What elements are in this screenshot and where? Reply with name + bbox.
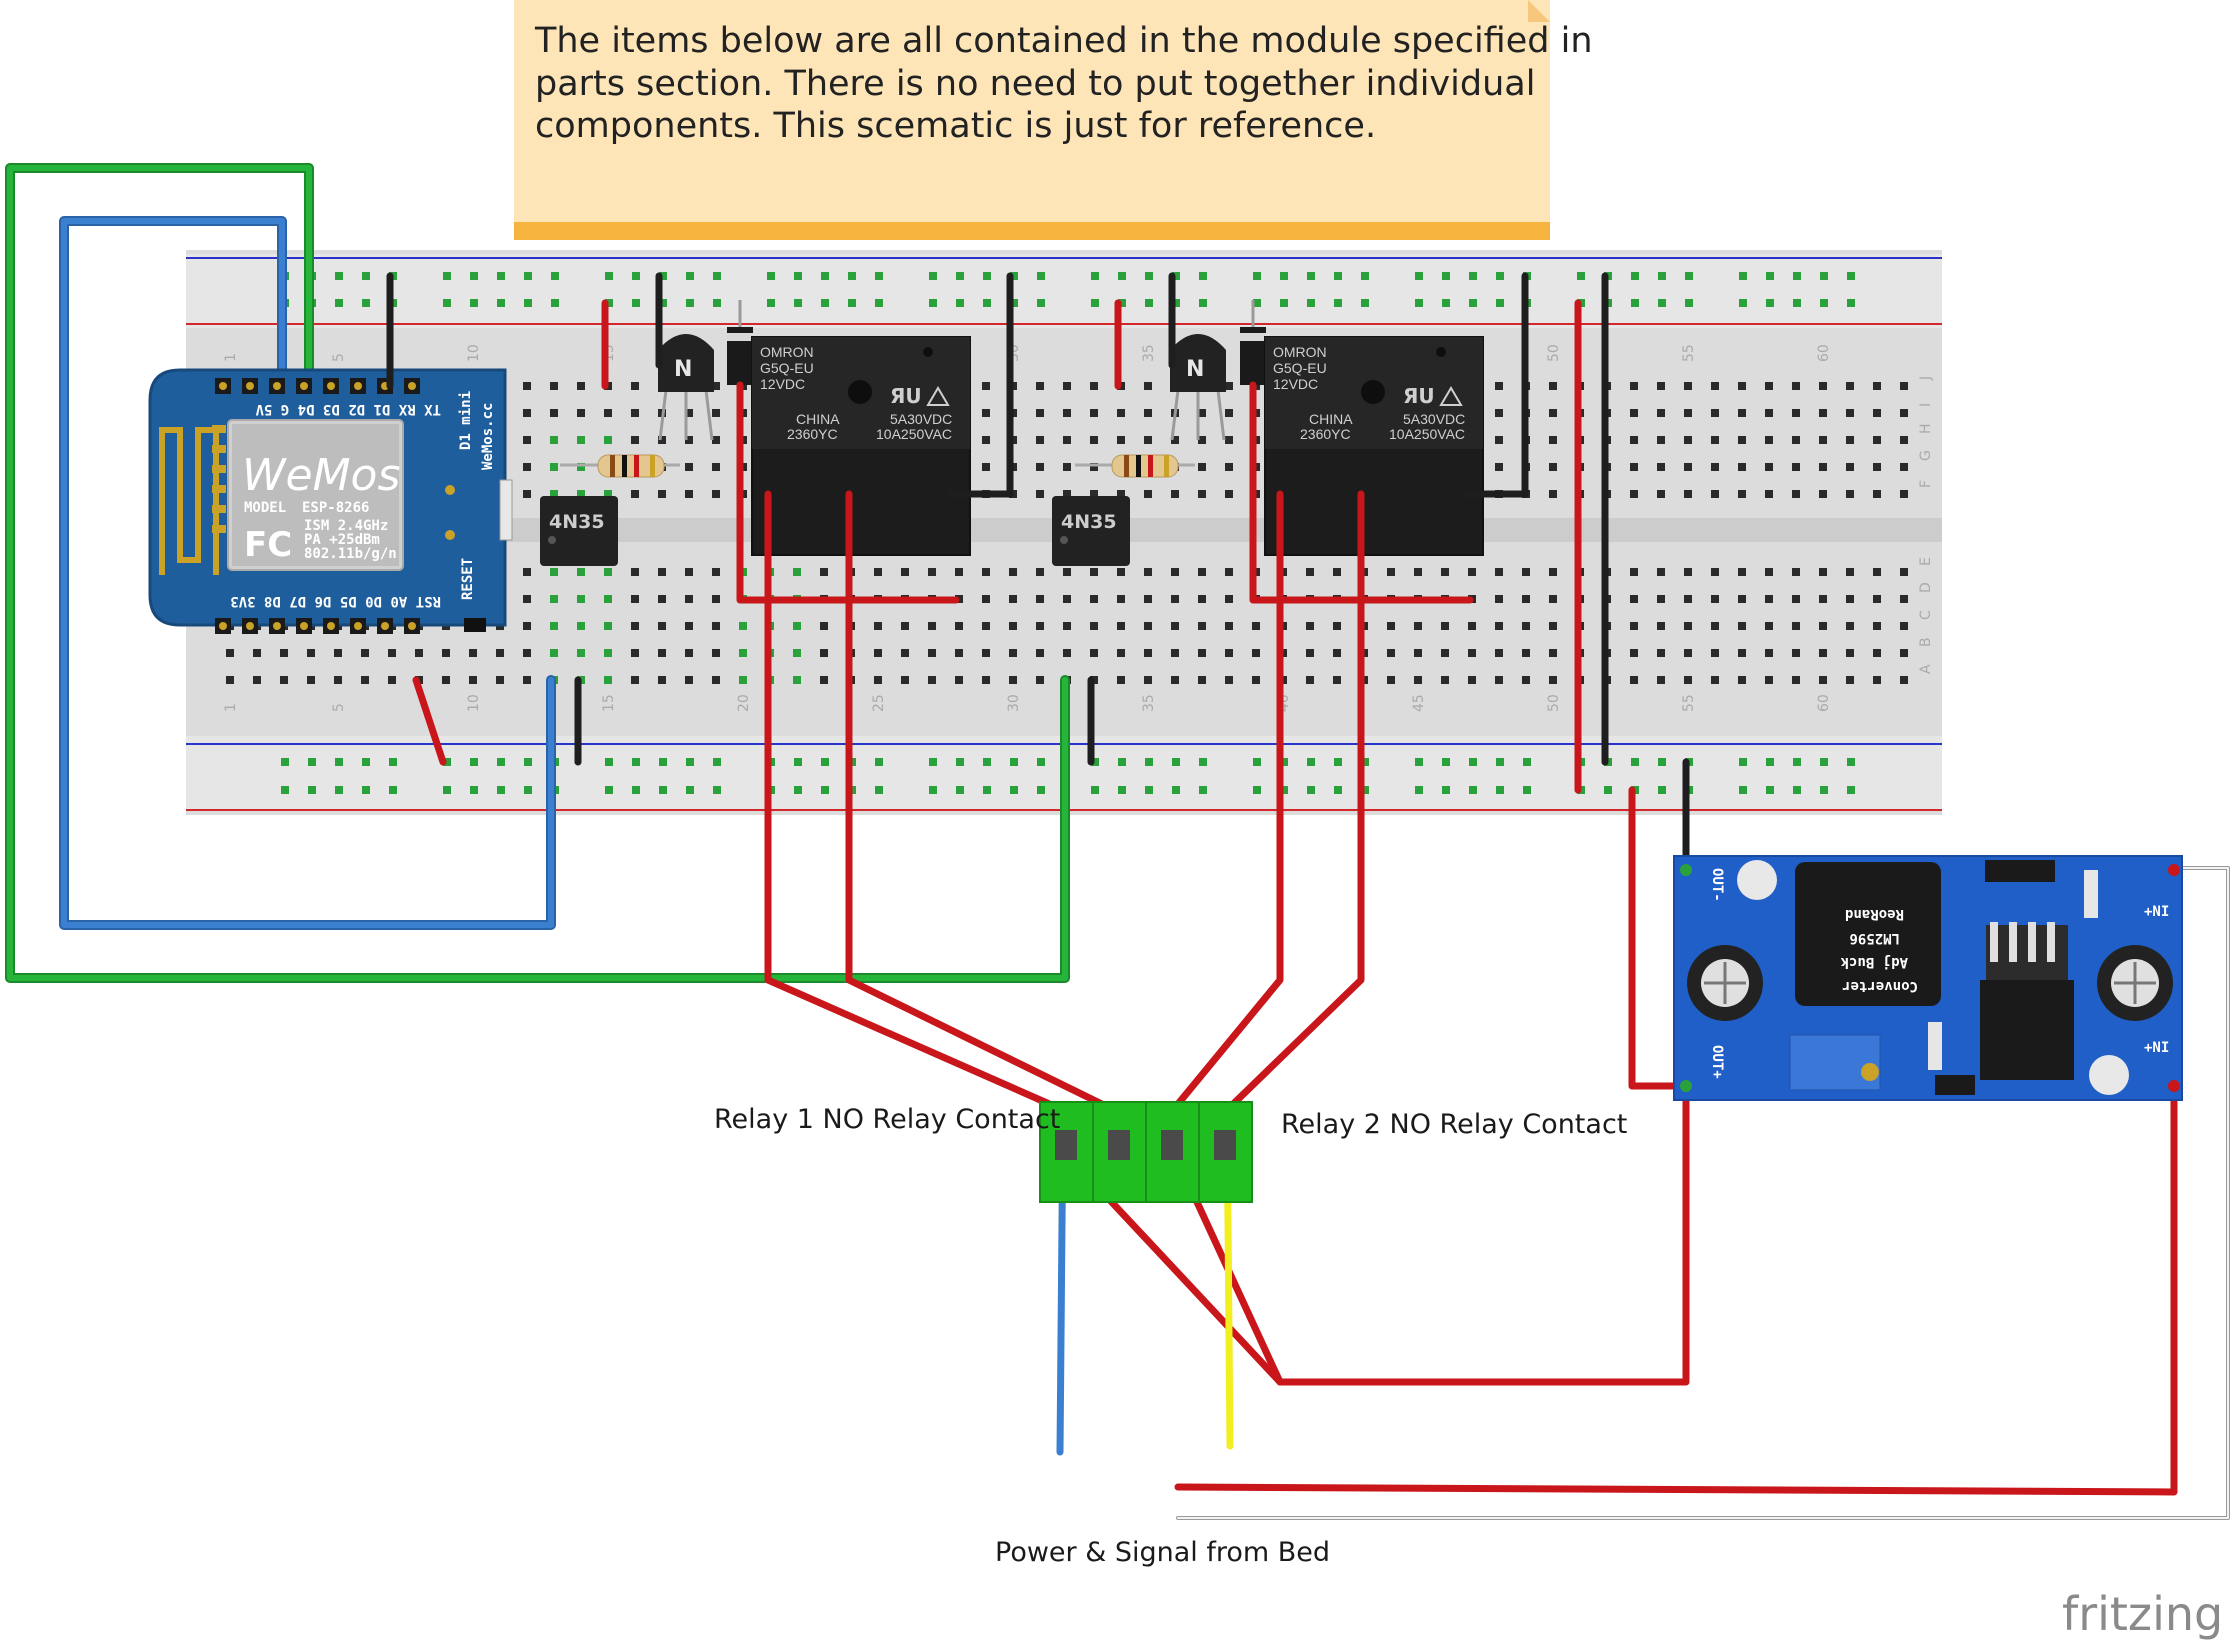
diode-1 <box>727 300 753 390</box>
breadboard-row-letters: J I H G F E D C B A <box>1918 376 1934 674</box>
wemos-pin-headers <box>215 378 420 634</box>
svg-text:35: 35 <box>1141 694 1157 712</box>
note-line-3: components. This scematic is just for re… <box>535 106 1376 146</box>
optocoupler-1: 4N35 <box>540 496 618 566</box>
svg-text:10: 10 <box>466 344 482 362</box>
svg-text:E: E <box>1918 557 1934 566</box>
wemos-board-name: D1 mini <box>458 391 474 450</box>
converter-chip-line-2: Adj Buck <box>1840 954 1908 970</box>
relay-1-contact-label: Relay 1 NO Relay Contact <box>714 1104 1060 1135</box>
svg-text:H: H <box>1918 423 1934 434</box>
wemos-spec-2: PA +25dBm <box>304 532 380 548</box>
converter-chip-line-3: LM2596 <box>1849 930 1900 946</box>
transistor-2: N <box>1170 334 1226 441</box>
optocoupler-2-label: 4N35 <box>1061 511 1117 533</box>
converter-chip-line-1: Converter <box>1842 978 1918 994</box>
transistor-2-mark: N <box>1186 357 1204 382</box>
note-box: The items below are all contained in the… <box>514 0 1593 240</box>
svg-text:J: J <box>1918 376 1934 381</box>
buck-converter: Converter Adj Buck LM2596 ReoRand OUT- O… <box>1673 855 2183 1101</box>
wemos-model: ESP-8266 <box>302 500 369 516</box>
svg-text:20: 20 <box>736 694 752 712</box>
transistor-1-mark: N <box>674 357 692 382</box>
relay-1-rating-2: 10A250VAC <box>876 426 952 442</box>
converter-in-plus-bottom: +NI <box>2144 1040 2169 1056</box>
wemos-spec-1: ISM 2.4GHz <box>304 518 388 534</box>
diode-2 <box>1240 300 1266 390</box>
relay-2: OMRON G5Q-EU 12VDC CHINA 2360YC 5A30VDC … <box>1264 336 1484 556</box>
relay-2-rating-2: 10A250VAC <box>1389 426 1465 442</box>
relay-2-code: 2360YC <box>1300 426 1351 442</box>
note-line-2: parts section. There is no need to put t… <box>535 64 1535 104</box>
svg-text:I: I <box>1918 403 1934 407</box>
wemos-d1-mini: WeMos MODEL ESP-8266 ISM 2.4GHz PA +25dB… <box>148 368 513 634</box>
svg-text:60: 60 <box>1816 694 1832 712</box>
wemos-bottom-pin-labels: RST A0 D0 D5 D6 D7 D8 3V3 <box>230 593 441 609</box>
wires-back <box>5 163 1070 983</box>
wemos-site: WeMos.cc <box>480 403 496 470</box>
converter-chip-line-4: ReoRand <box>1845 906 1904 922</box>
svg-text:50: 50 <box>1546 344 1562 362</box>
fritzing-watermark: fritzing <box>2062 1587 2223 1641</box>
resistor-2 <box>1075 454 1195 478</box>
svg-text:ЯU: ЯU <box>1403 384 1435 408</box>
optocoupler-1-label: 4N35 <box>549 511 605 533</box>
svg-text:30: 30 <box>1006 694 1022 712</box>
wemos-logo: WeMos <box>242 450 400 501</box>
resistor-1 <box>560 454 680 478</box>
converter-out-minus: OUT- <box>1709 868 1725 902</box>
optocoupler-2: 4N35 <box>1052 496 1130 566</box>
converter-in-plus-top: +NI <box>2144 904 2169 920</box>
svg-text:55: 55 <box>1681 344 1697 362</box>
svg-text:45: 45 <box>1411 694 1427 712</box>
svg-text:55: 55 <box>1681 694 1697 712</box>
relay-1-voltage: 12VDC <box>760 376 805 392</box>
svg-text:25: 25 <box>871 694 887 712</box>
relay-2-contact-label: Relay 2 NO Relay Contact <box>1281 1109 1627 1140</box>
svg-text:10: 10 <box>466 694 482 712</box>
wemos-spec-3: 802.11b/g/n <box>304 546 397 562</box>
relay-2-origin: CHINA <box>1309 411 1353 427</box>
relay-1-rating-1: 5A30VDC <box>890 411 952 427</box>
svg-text:35: 35 <box>1141 344 1157 362</box>
svg-text:15: 15 <box>601 694 617 712</box>
wemos-top-pin-labels: TX RX D1 D2 D3 D4 G 5V <box>255 401 441 417</box>
svg-text:D: D <box>1918 582 1934 593</box>
relay-1-code: 2360YC <box>787 426 838 442</box>
svg-text:B: B <box>1918 637 1934 647</box>
wemos-reset-label: RESET <box>460 558 476 600</box>
fc-logo: FC <box>244 525 292 565</box>
svg-text:1: 1 <box>223 353 239 362</box>
svg-text:1: 1 <box>223 703 239 712</box>
svg-text:A: A <box>1918 664 1934 674</box>
power-signal-label: Power & Signal from Bed <box>995 1537 1330 1568</box>
svg-text:ЯU: ЯU <box>890 384 922 408</box>
relay-1-model: G5Q-EU <box>760 360 814 376</box>
relay-2-brand: OMRON <box>1273 344 1327 360</box>
converter-out-plus: OUT+ <box>1709 1045 1725 1079</box>
relay-2-rating-1: 5A30VDC <box>1403 411 1465 427</box>
relay-1-brand: OMRON <box>760 344 814 360</box>
note-line-1: The items below are all contained in the… <box>534 21 1593 61</box>
relay-2-voltage: 12VDC <box>1273 376 1318 392</box>
relay-1: OMRON G5Q-EU 12VDC CHINA 2360YC 5A30VDC … <box>751 336 971 556</box>
relay-1-origin: CHINA <box>796 411 840 427</box>
svg-text:5: 5 <box>331 703 347 712</box>
svg-text:G: G <box>1918 450 1934 461</box>
svg-text:F: F <box>1918 480 1934 488</box>
wemos-model-label: MODEL <box>244 500 286 516</box>
relay-2-model: G5Q-EU <box>1273 360 1327 376</box>
svg-text:5: 5 <box>331 353 347 362</box>
svg-text:C: C <box>1918 610 1934 620</box>
svg-text:60: 60 <box>1816 344 1832 362</box>
svg-text:50: 50 <box>1546 694 1562 712</box>
terminal-block <box>1039 1101 1253 1203</box>
transistor-1: N <box>658 334 714 441</box>
